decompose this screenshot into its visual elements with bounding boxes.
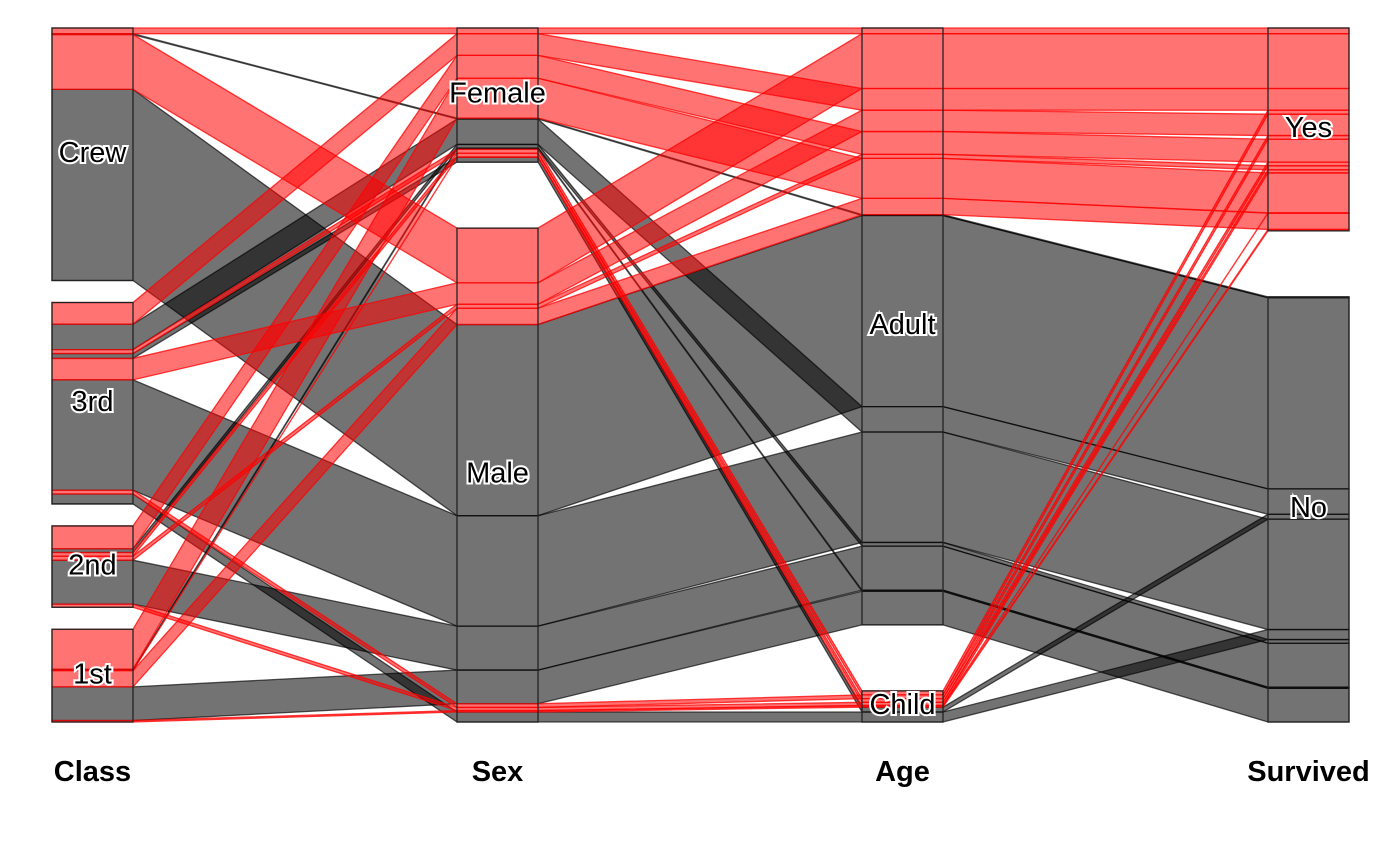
box-class-2nd	[51, 525, 134, 608]
category-label-survived-no: No	[1290, 492, 1327, 524]
box-survived-yes	[1267, 27, 1350, 232]
category-label-sex-male: Male	[466, 458, 529, 490]
category-boxes-layer	[51, 27, 1350, 723]
category-label-class-1st: 1st	[73, 658, 112, 690]
axis-label-class: Class	[54, 756, 131, 788]
axis-label-age: Age	[875, 756, 930, 788]
box-class-1st	[51, 628, 134, 723]
box-class-crew	[51, 27, 134, 282]
category-label-sex-female: Female	[449, 78, 546, 110]
box-sex-male	[456, 227, 539, 723]
flow-crew-female-adult-yes	[51, 27, 1350, 35]
category-label-age-adult: Adult	[869, 309, 935, 341]
box-age-child	[861, 690, 944, 723]
category-label-age-child: Child	[869, 689, 935, 721]
axis-label-sex: Sex	[472, 756, 524, 788]
category-label-class-crew: Crew	[59, 137, 128, 169]
box-class-3rd	[51, 301, 134, 505]
box-sex-female	[456, 27, 539, 163]
category-label-class-2nd: 2nd	[68, 549, 116, 581]
box-survived-no	[1267, 296, 1350, 723]
category-label-class-3rd: 3rd	[72, 386, 114, 418]
box-age-adult	[861, 27, 944, 626]
axis-label-survived: Survived	[1247, 756, 1370, 788]
axis-labels-layer: Class Sex Age Survived	[54, 756, 1370, 788]
flows-layer	[51, 27, 1350, 723]
category-label-survived-yes: Yes	[1285, 112, 1332, 144]
